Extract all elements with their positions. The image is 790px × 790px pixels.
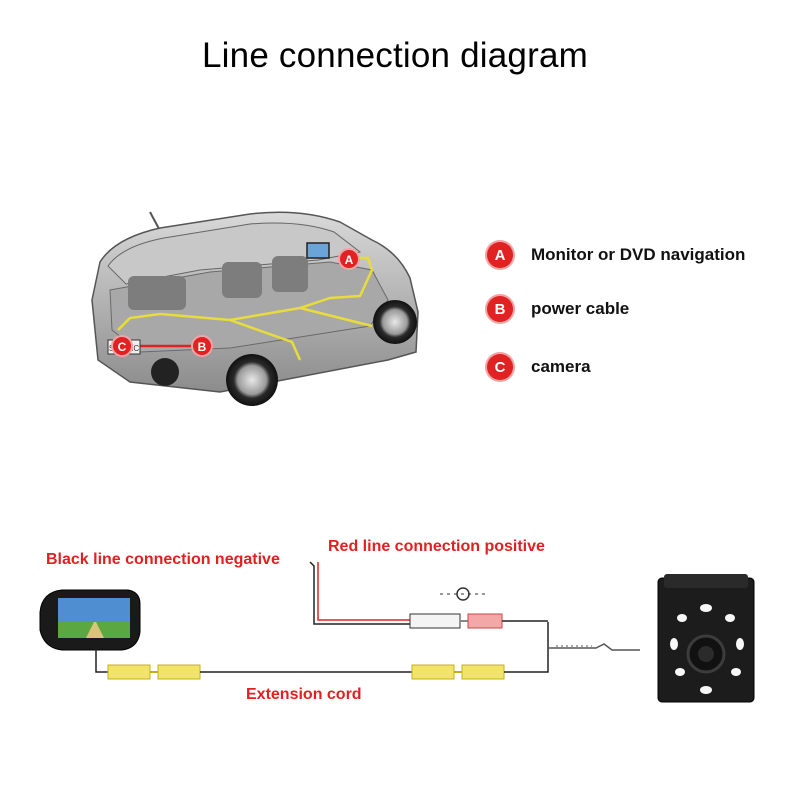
car-wiring — [117, 256, 374, 361]
monitor-screen-road — [86, 622, 104, 638]
legend-badge: B — [487, 296, 513, 322]
front-seat — [222, 262, 262, 298]
yellow-connector — [107, 664, 151, 680]
legend-label: power cable — [531, 299, 630, 318]
legend-item-camera: C camera — [487, 354, 591, 380]
camera-cable — [548, 643, 640, 651]
diagram-title: Line connection diagram — [202, 36, 588, 75]
legend-badge: A — [487, 242, 513, 268]
camera-top — [664, 574, 748, 588]
yellow-connector — [157, 664, 201, 680]
marker-c-label: C — [118, 340, 127, 354]
camera-led — [700, 604, 712, 612]
camera-led — [675, 668, 685, 676]
marker-b — [191, 335, 213, 357]
black-lead — [309, 561, 410, 625]
marker-c — [111, 335, 133, 357]
red-power-connector — [467, 613, 503, 629]
red-lead — [317, 562, 410, 621]
camera-led — [731, 668, 741, 676]
legend-badge: C — [487, 354, 513, 380]
marker-b-label: B — [198, 340, 207, 354]
legend-item-power-cable: B power cable — [487, 296, 629, 322]
rear-side-wheel — [151, 358, 179, 386]
legend-label: Monitor or DVD navigation — [531, 245, 746, 264]
camera-led — [736, 638, 744, 650]
marker-a — [338, 248, 360, 270]
front-wheel — [373, 300, 417, 344]
power-connector — [409, 613, 461, 629]
camera-led — [725, 614, 735, 622]
legend-item-monitor: A Monitor or DVD navigation — [487, 242, 745, 268]
dash-monitor — [306, 242, 330, 259]
yellow-connector — [411, 664, 455, 680]
camera-led — [670, 638, 678, 650]
extension-cord-label: Extension cord — [246, 686, 362, 703]
marker-a-label: A — [345, 253, 354, 267]
legend-label: camera — [531, 357, 591, 376]
camera-led — [677, 614, 687, 622]
black-line-label: Black line connection negative — [46, 551, 280, 568]
front-seat — [272, 256, 308, 292]
camera-video-wire — [504, 622, 549, 673]
rear-wheel — [226, 354, 278, 406]
rear-seat — [128, 276, 186, 310]
red-line-label: Red line connection positive — [328, 538, 545, 555]
camera-led — [700, 686, 712, 694]
yellow-connector — [461, 664, 505, 680]
car-roof — [107, 222, 362, 285]
video-cable-left — [95, 648, 108, 673]
